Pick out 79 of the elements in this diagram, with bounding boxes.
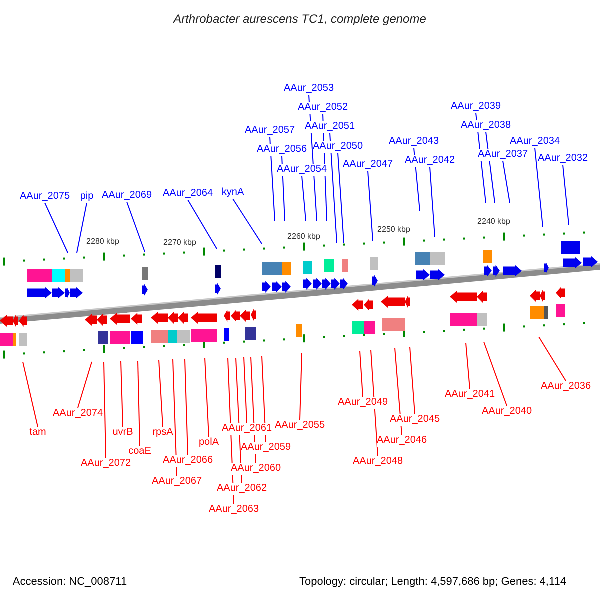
gene-label: AAur_2051	[304, 121, 356, 133]
scale-label: 2240 kbp	[478, 216, 510, 228]
scale-label: 2280 kbp	[86, 236, 120, 248]
accession-text: Accession: NC_008711	[12, 576, 128, 588]
gene-label: AAur_2053	[284, 83, 334, 95]
gene-label: AAur_2074	[52, 408, 104, 420]
gene-label: AAur_2059	[240, 442, 292, 454]
leader-line	[172, 358, 178, 476]
leader-line	[562, 164, 570, 226]
leader-line	[44, 202, 68, 254]
leader-line	[394, 348, 402, 436]
leader-line	[78, 362, 92, 408]
gene-label: AAur_2050	[312, 141, 364, 153]
leader-line	[484, 342, 508, 406]
leader-line	[302, 176, 306, 222]
leader-line	[368, 170, 374, 242]
leader-line	[338, 152, 344, 244]
gene-label: AAur_2056	[256, 144, 308, 156]
leader-line	[300, 352, 302, 420]
gene-label: AAur_2041	[444, 389, 496, 401]
gene-label: AAur_2061	[222, 423, 272, 435]
leader-line	[22, 362, 38, 428]
leader-line	[330, 132, 338, 244]
leader-line	[184, 358, 188, 456]
leader-line	[502, 160, 510, 204]
gene-label: AAur_2072	[80, 458, 132, 470]
gene-label: AAur_2066	[162, 455, 214, 467]
gene-label: AAur_2052	[298, 102, 348, 114]
leader-line	[158, 360, 164, 428]
leader-line	[466, 342, 470, 390]
gene-label: AAur_2075	[20, 191, 70, 203]
gene-label: kynA	[222, 187, 244, 199]
leader-line	[244, 356, 248, 424]
scale-label: 2260 kbp	[288, 231, 320, 243]
leader-line	[120, 360, 124, 428]
gene-label: AAur_2036	[540, 381, 592, 393]
genome-summary-text: Topology: circular; Length: 4,597,686 bp; Genes: 4,114	[299, 576, 567, 588]
gene-label: polA	[199, 437, 219, 449]
gene-label: rpsA	[152, 427, 174, 439]
gene-label: AAur_2062	[216, 483, 268, 495]
gene-label: AAur_2047	[342, 159, 394, 171]
gene-label: AAur_2039	[450, 101, 502, 113]
leader-line	[188, 200, 218, 250]
gene-label: AAur_2042	[404, 155, 456, 167]
gene-label: AAur_2037	[478, 149, 528, 161]
leader-line	[138, 360, 140, 446]
leader-line	[262, 356, 266, 442]
gene-label: AAur_2048	[352, 456, 404, 468]
gene-label: AAur_2054	[276, 164, 328, 176]
gene-label: AAur_2057	[244, 125, 296, 137]
leader-line	[104, 362, 106, 458]
gene-label: AAur_2038	[460, 120, 512, 132]
gene-label: AAur_2067	[152, 476, 202, 488]
leader-line	[76, 202, 88, 254]
gene-label: AAur_2064	[162, 188, 214, 200]
leader-line	[360, 350, 364, 398]
scale-label: 2250 kbp	[378, 224, 410, 236]
leader-line	[410, 346, 416, 414]
gene-label: AAur_2045	[390, 414, 440, 426]
leader-line	[232, 198, 262, 244]
leader-line	[270, 136, 276, 222]
gene-label: AAur_2049	[338, 397, 388, 409]
scale-label: 2270 kbp	[164, 237, 196, 249]
gene-label: AAur_2060	[230, 463, 282, 475]
leader-line	[430, 166, 436, 238]
leader-line	[126, 202, 146, 252]
gene-label: AAur_2069	[102, 190, 152, 202]
gene-label: AAur_2032	[538, 153, 588, 165]
gene-label: AAur_2055	[274, 420, 326, 432]
gene-label: AAur_2063	[208, 504, 260, 516]
leader-line	[538, 336, 566, 382]
leader-line	[204, 358, 210, 438]
gene-label: pip	[80, 191, 94, 203]
leader-line	[534, 148, 544, 228]
gene-label: AAur_2046	[376, 435, 428, 447]
gene-label: AAur_2043	[388, 136, 440, 148]
gene-label: AAur_2040	[482, 406, 532, 418]
diagram-title: Arthrobacter aurescens TC1, complete genome	[174, 13, 426, 25]
gene-label: AAur_2034	[510, 136, 560, 148]
